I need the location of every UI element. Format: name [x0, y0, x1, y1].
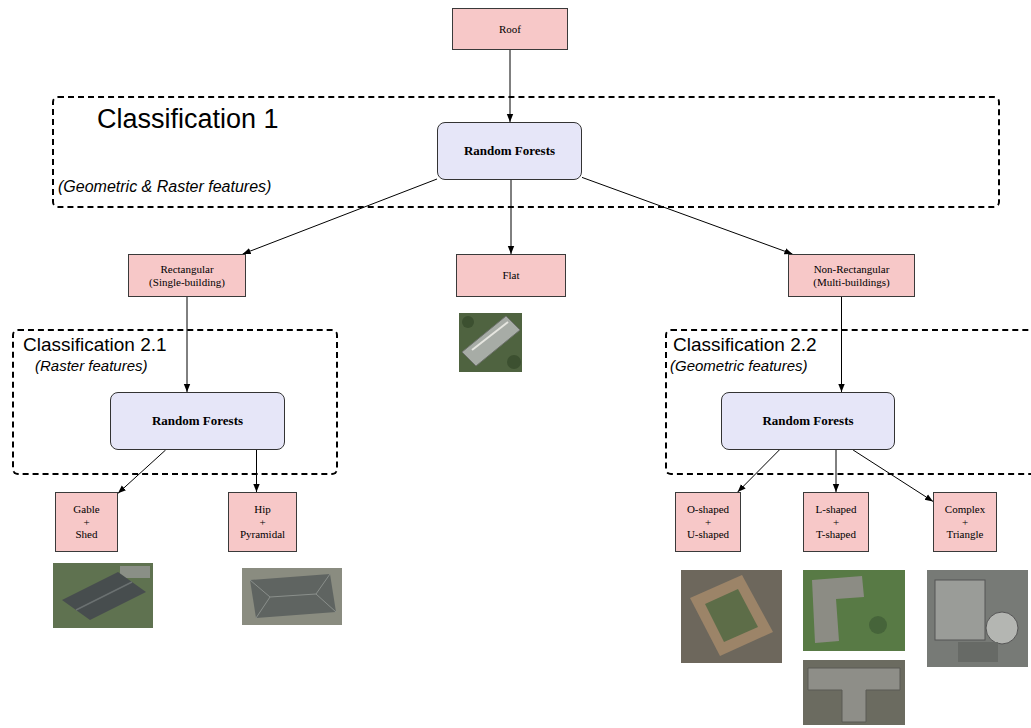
classification-region: Classification 1 (Geometric & Raster feat…: [52, 96, 1000, 208]
region-title: Classification 2.1: [23, 334, 167, 356]
photo-ridge: [76, 582, 132, 610]
class-box: O-shaped + U-shaped: [675, 492, 741, 552]
photo-roof: [935, 580, 985, 640]
region-title: Classification 2.2: [673, 334, 817, 356]
photo-hip: [316, 594, 336, 612]
photo-road: [120, 566, 150, 578]
region-subtitle: (Geometric & Raster features): [58, 178, 271, 196]
photo-tree: [507, 355, 521, 369]
photo-roof: [812, 576, 864, 643]
photo-roof: [808, 668, 900, 722]
photo-hip: [256, 597, 270, 618]
class-box: L-shaped + T-shaped: [803, 492, 869, 552]
photo-ground: [53, 563, 153, 628]
flow-arrow: [118, 450, 166, 493]
flow-arrow: [841, 297, 842, 392]
photo-roof-line: [472, 322, 508, 350]
photo-roof: [690, 575, 773, 656]
class-box: Flat: [456, 254, 566, 297]
flow-arrow: [243, 179, 437, 254]
photo-ground: [803, 660, 905, 725]
classification-region: Classification 2.1(Raster features) Rando…: [12, 329, 338, 475]
flow-arrow: [510, 50, 511, 122]
class-box: Non-Rectangular (Multi-buildings): [788, 254, 915, 297]
hip-roof-photo: [242, 568, 342, 625]
box-label: L-shaped + T-shaped: [808, 503, 864, 541]
photo-courtyard: [705, 589, 758, 642]
classifier-box: Random Forests: [721, 392, 895, 450]
t-shaped-roof-photo: [803, 660, 905, 725]
box-label: Complex + Triangle: [938, 503, 992, 541]
box-label: Rectangular (Single-building): [133, 263, 241, 288]
flow-arrow: [836, 450, 837, 492]
box-label: Random Forests: [762, 413, 853, 429]
photo-hip: [316, 574, 330, 594]
photo-ridge: [270, 594, 316, 597]
photo-ground: [927, 570, 1028, 667]
gable-roof-photo: [53, 563, 153, 628]
class-box: Complex + Triangle: [933, 492, 997, 552]
photo-dome: [986, 612, 1018, 644]
class-box: Hip + Pyramidal: [228, 492, 297, 552]
photo-ground: [681, 570, 782, 663]
box-label: Gable + Shed: [60, 503, 113, 541]
class-box: Rectangular (Single-building): [128, 254, 246, 297]
photo-roof: [62, 572, 146, 620]
flow-arrow: [256, 450, 257, 492]
photo-hip: [250, 580, 270, 597]
box-label: Non-Rectangular (Multi-buildings): [793, 263, 910, 288]
photo-ground: [803, 570, 905, 651]
photo-tree: [869, 616, 887, 634]
photo-roof: [958, 642, 998, 662]
photo-roof: [250, 574, 336, 618]
flow-arrow: [738, 450, 780, 492]
box-label: Hip + Pyramidal: [233, 503, 292, 541]
classifier-box: Random Forests: [110, 392, 285, 450]
flow-arrow: [511, 180, 512, 254]
region-subtitle: (Geometric features): [670, 357, 808, 374]
region-subtitle: (Raster features): [35, 357, 148, 374]
flat-roof-photo: [459, 313, 522, 372]
photo-ground: [459, 313, 522, 372]
photo-ground: [242, 568, 342, 625]
classification-region: Classification 2.2(Geometric features) Ra…: [665, 329, 1031, 475]
flow-arrow: [582, 177, 792, 254]
flow-arrow: [187, 297, 188, 392]
box-label: Random Forests: [464, 143, 555, 159]
l-shaped-roof-photo: [803, 570, 905, 651]
o-shaped-roof-photo: [681, 570, 782, 663]
classifier-box: Random Forests: [437, 122, 582, 180]
photo-roof: [462, 316, 520, 366]
complex-roof-photo: [927, 570, 1028, 667]
box-label: O-shaped + U-shaped: [680, 503, 736, 541]
box-label: Random Forests: [152, 413, 243, 429]
box-label: Flat: [502, 269, 519, 282]
photo-tree: [462, 316, 474, 328]
class-box: Roof: [452, 8, 568, 50]
box-label: Roof: [499, 23, 521, 36]
class-box: Gable + Shed: [55, 492, 118, 552]
region-title: Classification 1: [97, 104, 279, 135]
